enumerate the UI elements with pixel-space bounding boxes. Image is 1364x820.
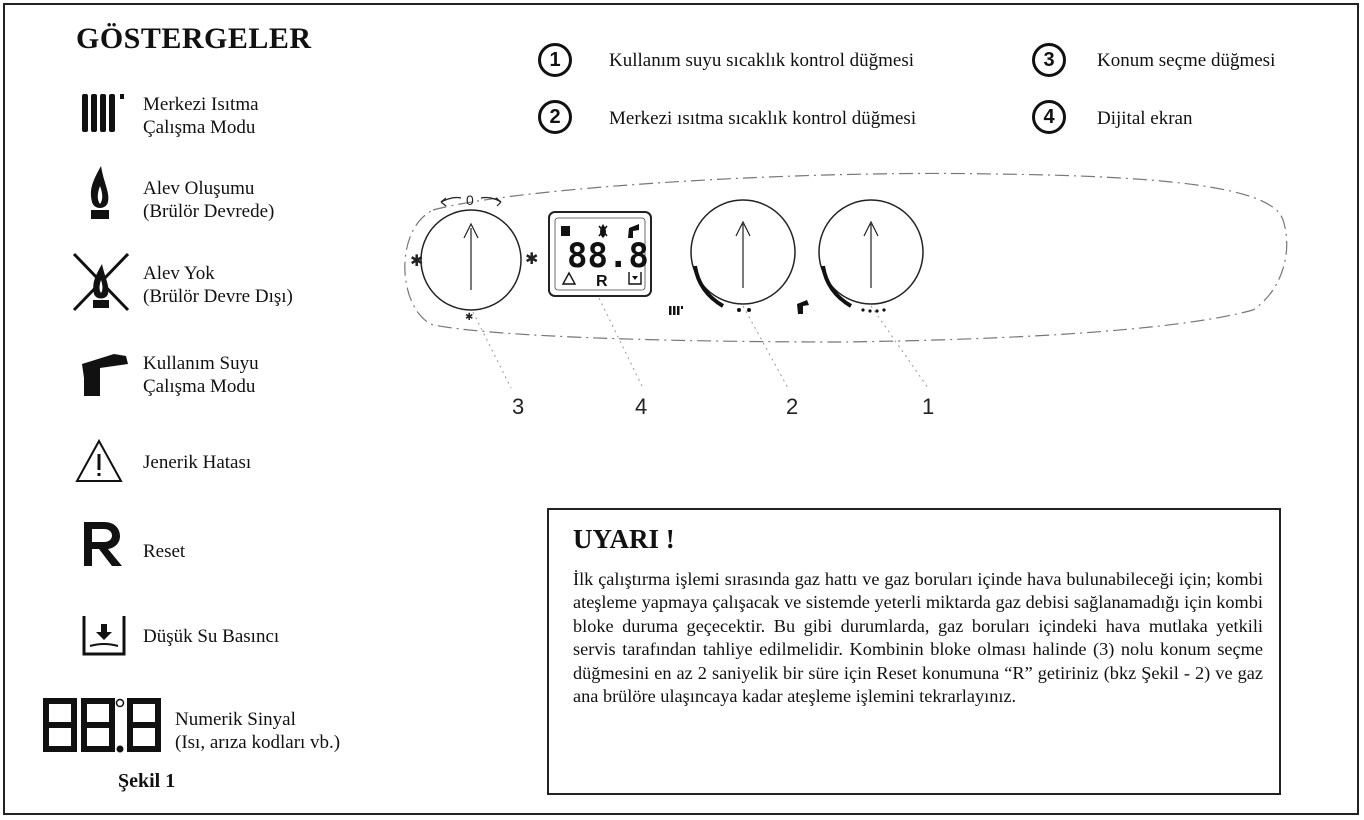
legend-number-3: 3 [1032,43,1066,77]
figure-caption: Şekil 1 [118,770,176,792]
callout-3: 3 [512,394,525,419]
svg-text:✱: ✱ [410,251,423,270]
low-pressure-icon [80,612,128,658]
display-digits: 88.8 [567,236,649,276]
indicator-label-digits: Numerik Sinyal(Isı, arıza kodları vb.) [175,709,341,753]
svg-text:✱: ✱ [525,249,538,268]
legend-text-4: Dijital ekran [1097,108,1193,129]
legend-text-1: Kullanım suyu sıcaklık kontrol düğmesi [609,50,915,71]
legend-number-1: 1 [538,43,572,77]
indicator-label-reset: Reset [143,541,186,562]
warning-triangle-icon [74,438,124,484]
domestic-water-temp-knob[interactable] [797,199,924,314]
warning-box: UYARI ! İlk çalıştırma işlemi sırasında … [547,508,1281,795]
digital-display-icon [40,697,162,757]
svg-text:✱: ✱ [465,312,473,323]
indicator-label-flame: Alev Oluşumu(Brülör Devrede) [143,178,275,222]
warning-title: UYARI ! [573,524,675,554]
legend-number-4: 4 [1032,100,1066,134]
legend-number-2: 2 [538,100,572,134]
radiator-icon [80,88,130,136]
legend-text-2: Merkezi ısıtma sıcaklık kontrol düğmesi [609,108,917,129]
callout-1: 1 [922,394,935,419]
callout-2: 2 [786,394,799,419]
indicator-label-error: Jenerik Hatası [143,452,252,473]
page-title: GÖSTERGELER [76,22,312,55]
tap-icon [80,350,134,400]
warning-body: İlk çalıştırma işlemi sırasında gaz hatt… [573,569,1263,707]
page-frame [3,3,1359,815]
indicator-label-no-flame: Alev Yok(Brülör Devre Dışı) [143,263,293,307]
reset-r-icon [80,520,124,568]
control-panel: ✱ ✱ ✱ 0 88.8 R [393,160,1313,435]
callout-4: 4 [635,394,648,419]
selector-knob[interactable]: ✱ ✱ ✱ [410,196,538,324]
legend-text-3: Konum seçme düğmesi [1097,50,1276,71]
flame-icon [86,164,114,222]
digital-display [548,211,652,297]
heating-temp-knob[interactable] [669,199,796,315]
selector-top-label: 0 [466,192,474,208]
no-flame-icon [70,250,132,314]
display-reset-r: R [596,273,608,290]
indicator-label-low-pressure: Düşük Su Basıncı [143,626,280,647]
